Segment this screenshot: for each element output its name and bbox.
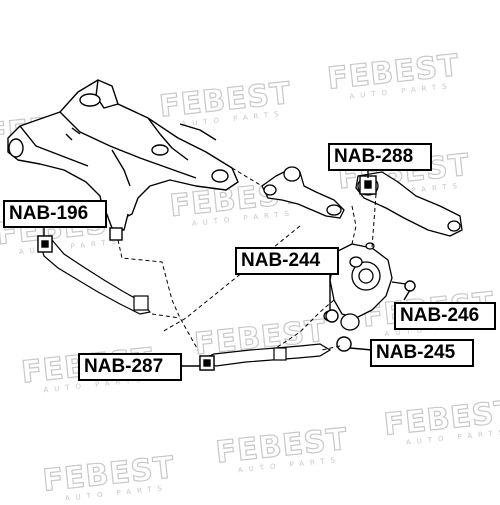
- callout-nab-246[interactable]: NAB-246: [394, 302, 496, 330]
- upper-control-arm: [261, 166, 345, 219]
- bushings: [37, 175, 416, 371]
- callout-nab-245[interactable]: NAB-245: [370, 339, 474, 367]
- rear-subframe: [7, 79, 239, 231]
- bushing-nab-246: [404, 280, 416, 292]
- bushing-nab-245: [336, 336, 352, 352]
- callout-nab-196[interactable]: NAB-196: [3, 200, 107, 228]
- callout-nab-288[interactable]: NAB-288: [328, 143, 432, 171]
- callout-nab-244[interactable]: NAB-244: [235, 247, 339, 275]
- assembly-lines: [117, 167, 377, 351]
- bushing-subframe: [109, 227, 123, 241]
- callout-nab-287[interactable]: NAB-287: [78, 353, 182, 381]
- bushing-nab-244: [325, 309, 339, 323]
